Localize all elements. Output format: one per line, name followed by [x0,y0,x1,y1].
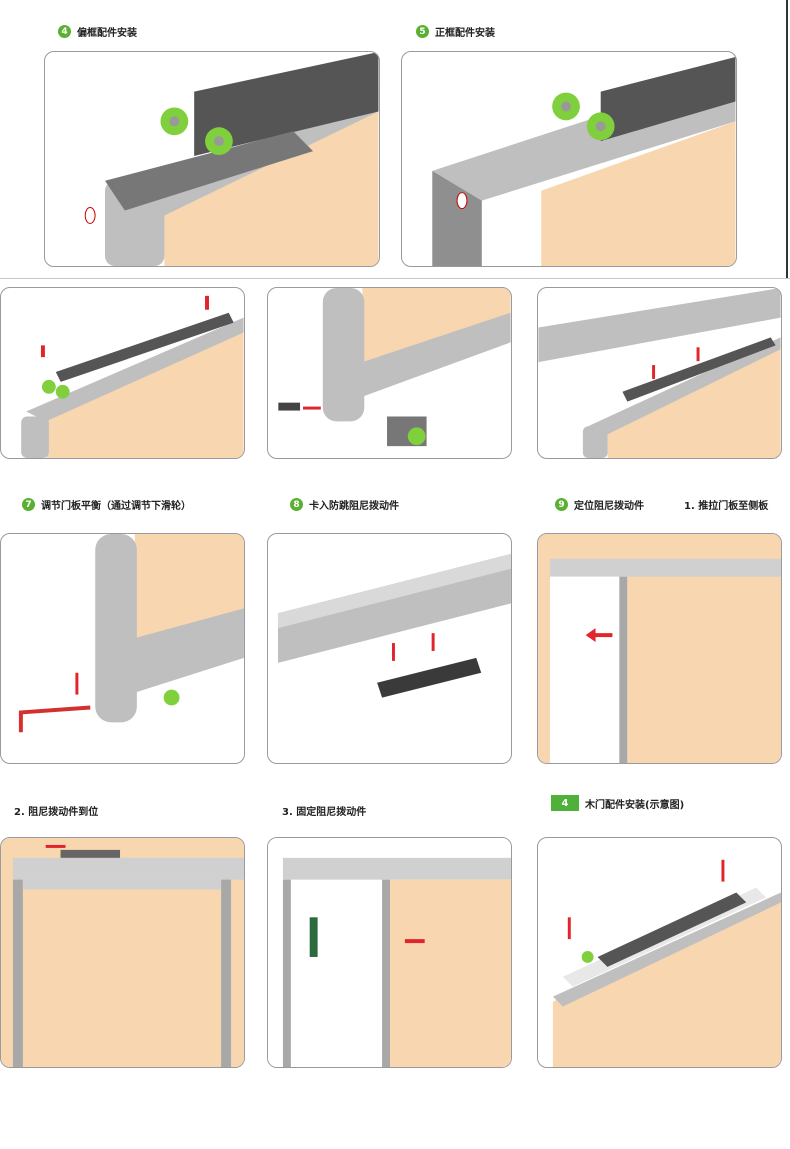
substep-3-label: 3. 固定阻尼拨动件 [282,807,367,818]
step-8-badge: 8 [290,498,303,511]
step-9-badge: 9 [555,498,568,511]
panel-damper-in-place [0,837,245,1068]
substep-2-caption: 2. 阻尼拨动件到位 [14,803,98,818]
panel-offset-frame-fitting [44,51,380,267]
step-4-badge: 4 [58,25,71,38]
substep-1-caption: 1. 推拉门板至侧板 [684,497,768,512]
adjust-balance-illustration [18,534,244,733]
panel-insert-top-track [537,287,782,459]
step-4-caption: 4 偏框配件安装 [58,24,137,39]
insert-damper-illustration [277,553,511,698]
wood-door-label: 木门配件安装(示意图) [585,799,685,811]
step-4-label: 偏框配件安装 [77,28,137,39]
push-door-illustration [538,534,781,763]
bottom-roller-illustration [278,288,511,447]
step-7-caption: 7 调节门板平衡（通过调节下滑轮） [22,497,191,512]
insert-top-track-illustration [538,288,781,458]
top-right-rule [786,0,788,278]
step-5-badge: 5 [416,25,429,38]
substep-2-label: 2. 阻尼拨动件到位 [14,807,99,818]
step-9-label: 定位阻尼拨动件 [574,501,644,512]
damper-in-place-illustration [1,838,244,1067]
step-9-caption: 9 定位阻尼拨动件 [555,497,644,512]
offset-frame-illustration [84,52,379,266]
panel-mount-top-bracket [0,287,245,459]
straight-frame-illustration [432,56,736,266]
step-7-label: 调节门板平衡（通过调节下滑轮） [41,501,191,512]
fix-damper-illustration [268,838,511,1067]
panel-push-door-to-side [537,533,782,764]
step-5-caption: 5 正框配件安装 [416,24,495,39]
panel-bottom-roller [267,287,512,459]
panel-fix-damper [267,837,512,1068]
substep-1-label: 1. 推拉门板至侧板 [684,501,769,512]
substep-3-caption: 3. 固定阻尼拨动件 [282,803,366,818]
wood-door-badge: 4 [551,795,579,811]
step-8-label: 卡入防跳阻尼拨动件 [309,501,399,512]
panel-straight-frame-fitting [401,51,737,267]
panel-wood-door-fitting [537,837,782,1068]
wood-door-fitting-illustration [552,859,781,1067]
mount-top-bracket-illustration [21,295,244,458]
panel-insert-damper [267,533,512,764]
section-divider [0,278,790,279]
step-7-badge: 7 [22,498,35,511]
step-8-caption: 8 卡入防跳阻尼拨动件 [290,497,399,512]
step-5-label: 正框配件安装 [435,28,495,39]
panel-adjust-balance [0,533,245,764]
wood-door-caption: 4 木门配件安装(示意图) [551,795,684,811]
